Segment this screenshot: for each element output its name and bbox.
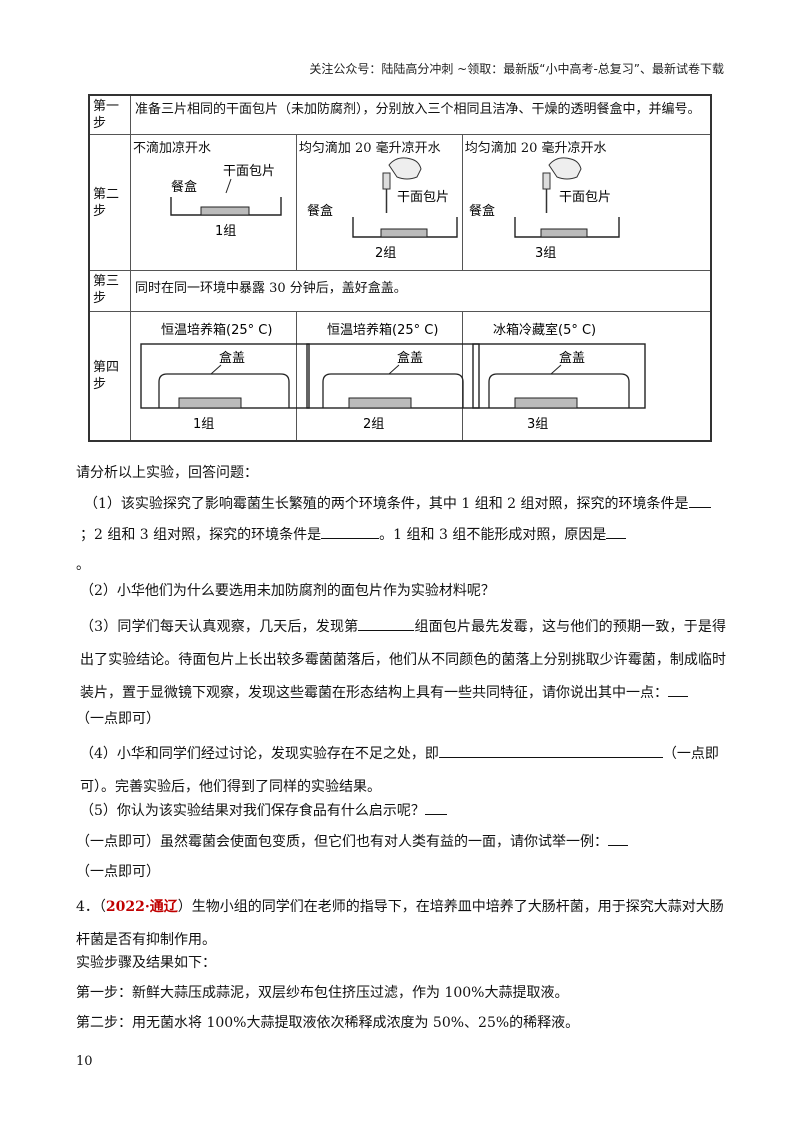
step1-text: 准备三片相同的干面包片（未加防腐剂），分别放入三个相同且洁净、干燥的透明餐盒中，… (130, 94, 712, 135)
question-1-cont: ；2 组和 3 组对照，探究的环境条件是 。1 组和 3 组不能形成对照，原因是 (80, 524, 730, 546)
lid-label: 盒盖 (219, 350, 245, 366)
group-label: 3组 (527, 417, 548, 432)
dish-dropper-illustration-2: 餐盒 干面包片 2组 (307, 157, 458, 261)
incubator-illustration-1: 恒温培养箱(25° C) 盒盖 1组 (140, 322, 310, 432)
question-2: （2）小华他们为什么要选用未加防腐剂的面包片作为实验材料呢？ (80, 583, 495, 599)
step2-cell-2-title: 均匀滴加 20 毫升凉开水 (298, 141, 441, 156)
q1-blank-3[interactable] (606, 538, 627, 539)
q3-blank-1[interactable] (358, 630, 415, 631)
table-row-step3: 第三步 同时在同一环境中暴露 30 分钟后，盖好盒盖。 (88, 270, 712, 312)
q4-part-b: （一点即 (662, 746, 719, 762)
q5-blank-1[interactable] (424, 814, 447, 815)
experiment-table: 第一步 准备三片相同的干面包片（未加防腐剂），分别放入三个相同且洁净、干燥的透明… (88, 94, 712, 442)
step2-cell-2: 均匀滴加 20 毫升凉开水 餐盒 干面包片 2组 (295, 134, 463, 271)
question-1: （1）该实验探究了影响霉菌生长繁殖的两个环境条件，其中 1 组和 2 组对照，探… (84, 493, 726, 515)
q4-part-c: 可）。完善实验后，他们得到了同样的实验结果。 (80, 779, 381, 795)
q5-blank-2[interactable] (608, 845, 628, 846)
problem-4-step-2: 第二步：用无菌水将 100%大蒜提取液依次稀释成浓度为 50%、25%的稀释液。 (76, 1015, 580, 1031)
table-row-step4: 第四步 恒温培养箱(25° C) 盒盖 1组 恒温培养箱(25° C) (88, 311, 712, 442)
page-number: 10 (76, 1054, 93, 1069)
q3-part-b: 组面包片最先发霉，这与他们的预期一致，于是得出了实验结论。待面包片上长出较多霉菌… (80, 619, 727, 701)
fridge-illustration-3: 冰箱冷藏室(5° C) 盒盖 3组 (471, 322, 646, 432)
problem-4-steps-title: 实验步骤及结果如下： (76, 955, 216, 971)
dish-illustration-1: 餐盒 干面包片 1组 (170, 164, 282, 239)
question-5-cont: （一点即可）虽然霉菌会使面包变质，但它们也有对人类有益的一面，请你试举一例： (76, 831, 732, 853)
group-label: 1组 (193, 417, 214, 432)
q1-part-c: 。1 组和 3 组不能形成对照，原因是 (379, 527, 607, 543)
step4-cell-1: 恒温培养箱(25° C) 盒盖 1组 (130, 311, 310, 442)
dish-dropper-illustration-3: 餐盒 干面包片 3组 (469, 157, 620, 261)
q5-part-b: （一点即可）虽然霉菌会使面包变质，但它们也有对人类有益的一面，请你试举一例： (76, 834, 608, 850)
table-row-step2: 第二步 不滴加凉开水 餐盒 干面包片 1组 均匀滴加 20 毫升凉开水 (88, 134, 712, 271)
question-5: （5）你认为该实验结果对我们保存食品有什么启示呢？ (80, 800, 730, 822)
box-label: 餐盒 (469, 203, 495, 219)
question-4: （4）小华和同学们经过讨论，发现实验存在不足之处，即 （一点即 可）。完善实验后，… (80, 738, 726, 804)
bread-label: 干面包片 (559, 190, 611, 205)
step2-cell-3: 均匀滴加 20 毫升凉开水 餐盒 干面包片 3组 (461, 134, 712, 271)
group-label: 2组 (363, 417, 384, 432)
step1-label: 第一步 (88, 94, 131, 135)
q1-part-b: ；2 组和 3 组对照，探究的环境条件是 (80, 527, 322, 543)
lid-label: 盒盖 (397, 350, 423, 366)
step2-cell-1-title: 不滴加凉开水 (133, 141, 212, 156)
problem-4-source: 2022·通辽 (105, 899, 178, 915)
lid-label: 盒盖 (559, 350, 585, 366)
question-3: （3）同学们每天认真观察，几天后，发现第组面包片最先发霉，这与他们的预期一致，于… (80, 611, 726, 710)
step2-cell-3-title: 均匀滴加 20 毫升凉开水 (464, 141, 607, 156)
step2-label: 第二步 (88, 134, 131, 271)
step3-label: 第三步 (88, 270, 131, 312)
question-intro: 请分析以上实验，回答问题： (76, 465, 258, 481)
q5-part-a: （5）你认为该实验结果对我们保存食品有什么启示呢？ (80, 803, 425, 819)
problem-4-stem: ）生物小组的同学们在老师的指导下，在培养皿中培养了大肠杆菌，用于探究大蒜对大肠杆… (76, 899, 724, 948)
step3-text: 同时在同一环境中暴露 30 分钟后，盖好盒盖。 (130, 270, 712, 312)
q3-note: （一点即可） (76, 711, 160, 727)
bread-label: 干面包片 (397, 190, 449, 205)
q4-blank[interactable] (438, 757, 663, 758)
q1-end: 。 (76, 557, 90, 573)
q1-blank-2[interactable] (321, 538, 380, 539)
problem-4-step-1: 第一步：新鲜大蒜压成蒜泥，双层纱布包住挤压过滤，作为 100%大蒜提取液。 (76, 985, 569, 1001)
q3-part-a: （3）同学们每天认真观察，几天后，发现第 (80, 619, 359, 635)
q5-note: （一点即可） (76, 864, 160, 880)
q1-part-a: （1）该实验探究了影响霉菌生长繁殖的两个环境条件，其中 1 组和 2 组对照，探… (84, 496, 689, 512)
fridge-label: 冰箱冷藏室(5° C) (493, 322, 596, 338)
table-row-step1: 第一步 准备三片相同的干面包片（未加防腐剂），分别放入三个相同且洁净、干燥的透明… (88, 94, 712, 135)
page-header: 关注公众号：陆陆高分冲刺 ~领取：最新版“小中高考-总复习”、最新试卷下载 (309, 62, 724, 76)
group-label: 1组 (215, 224, 236, 239)
incubator-label: 恒温培养箱(25° C) (161, 322, 272, 338)
box-label: 餐盒 (171, 179, 197, 195)
bread-label: 干面包片 (223, 164, 275, 179)
q1-blank-1[interactable] (688, 507, 711, 508)
q4-part-a: （4）小华和同学们经过讨论，发现实验存在不足之处，即 (80, 746, 439, 762)
group-label: 2组 (375, 246, 396, 261)
incubator-label: 恒温培养箱(25° C) (327, 322, 438, 338)
group-label: 3组 (535, 246, 556, 261)
step4-cell-2: 恒温培养箱(25° C) 盒盖 2组 (295, 311, 480, 442)
step2-cell-1: 不滴加凉开水 餐盒 干面包片 1组 (130, 134, 297, 271)
step4-cell-3: 冰箱冷藏室(5° C) 盒盖 3组 (461, 311, 712, 442)
incubator-illustration-2: 恒温培养箱(25° C) 盒盖 2组 (306, 322, 480, 432)
problem-4-number: 4．（ (76, 899, 106, 915)
problem-4: 4．（2022·通辽）生物小组的同学们在老师的指导下，在培养皿中培养了大肠杆菌，… (76, 891, 728, 957)
q3-blank-2[interactable] (668, 696, 688, 697)
step4-label: 第四步 (88, 311, 131, 442)
box-label: 餐盒 (307, 203, 333, 219)
